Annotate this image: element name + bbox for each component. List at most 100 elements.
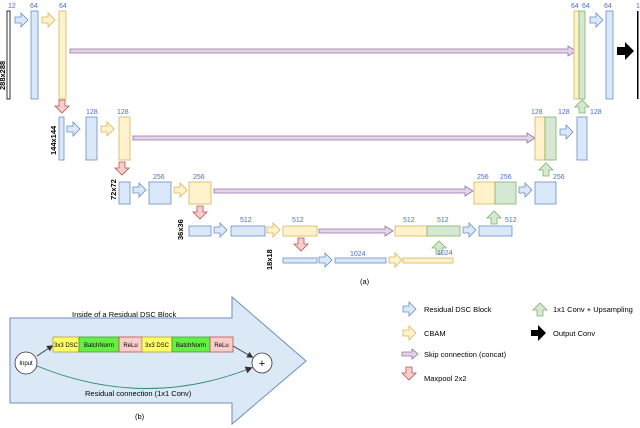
input-node-label: Input [19,361,33,367]
residual-dsc-arrow [518,182,533,198]
block-connector [232,345,254,358]
bottleneck-level: 18x18 1024 1024 [265,249,454,270]
input-connector [36,345,54,357]
output-conv-arrow [617,42,634,60]
legend: Residual DSC Block CBAM Skip connection … [401,301,633,383]
residual-dsc-arrow [66,121,81,137]
cbam-arrow [41,12,56,28]
feature-map [85,116,98,161]
skip-connection-arrow [132,132,536,144]
channel-label: 128 [590,109,602,116]
legend-residual-label: Residual DSC Block [424,305,492,314]
cbam-arrow [388,252,403,268]
channel-label: 256 [500,174,512,181]
channel-label: 256 [477,174,489,181]
level-4: 36x36 512 512 512 512 512 [176,217,517,240]
legend-maxpool-label: Maxpool 2x2 [424,374,467,383]
residual-dsc-arrow [132,182,147,198]
inset-title: Inside of a Residual DSC Block [72,310,176,319]
legend-upsample-label: 1x1 Conv + Upsampling [553,305,633,314]
maxpool-arrow [114,161,130,176]
feature-map [118,181,131,205]
skip-connection-arrow [69,45,577,57]
feature-map [534,116,546,161]
dim-label: 72x72 [109,179,118,200]
feature-map [544,116,557,161]
maxpool-arrow [54,99,70,114]
feature-map [473,181,496,205]
channel-label: 256 [553,174,565,181]
maxpool-arrow [293,237,309,252]
dsc-block-label: 3x3 DSC [54,343,79,349]
caption-b: (b) [135,412,145,421]
residual-connection-label: Residual connection (1x1 Conv) [85,389,192,398]
channel-label: 12 [8,3,16,10]
relu-block-label: ReLu [214,343,228,349]
channel-label: 128 [117,109,129,116]
feature-map [188,181,212,205]
cbam-arrow [173,182,188,198]
channel-label: 64 [604,3,612,10]
level-3: 72x72 256 256 256 256 256 [109,174,565,205]
feature-map [118,116,131,161]
feature-map [573,10,580,100]
relu-block [209,336,234,353]
channel-label: 128 [86,109,98,116]
relu-block-label: ReLu [123,343,137,349]
legend-skip-label: Skip connection (concat) [424,350,507,359]
channel-label: 64 [30,3,38,10]
level-2: 144x144 128 128 128 128 128 [49,109,602,161]
add-node [251,352,273,374]
residual-connection [36,365,253,389]
channel-label: 1024 [350,251,366,258]
dim-label: 36x36 [176,219,185,240]
legend-upsample-icon [532,302,548,317]
feature-map [334,257,387,264]
dim-label: 144x144 [49,125,58,155]
channel-label: 64 [571,3,579,10]
feature-map [402,257,454,264]
residual-dsc-arrow [14,12,29,28]
feature-map [230,225,266,237]
feature-map [394,225,428,237]
channel-label: 64 [59,3,67,10]
residual-dsc-block-inset: Inside of a Residual DSC Block Input 3x3… [9,295,307,426]
batchnorm-block-label: BatchNorm [84,343,114,349]
residual-dsc-arrow [559,124,574,140]
skip-connection-arrow [318,225,394,237]
channel-label: 512 [292,217,304,224]
feature-map [576,116,588,161]
input-image [6,10,11,100]
channel-label: 512 [437,217,449,224]
channel-label: 128 [531,109,543,116]
output-map [637,11,639,99]
channel-label: 512 [403,217,415,224]
input-node [14,351,38,375]
upsample-arrow [486,210,502,225]
feature-map [282,225,318,237]
legend-output-icon [531,325,546,341]
dsc-block-label: 3x3 DSC [145,343,170,349]
add-node-label: + [259,358,265,370]
dim-label: 18x18 [265,249,274,270]
skip-connection-arrow [213,185,474,197]
inset-big-arrow [9,295,307,426]
channel-label: 1024 [437,250,453,257]
feature-map [282,257,318,264]
residual-dsc-arrow [462,222,477,238]
feature-map [534,181,557,205]
feature-map [188,225,212,237]
caption-a: (a) [360,277,370,286]
channel-label: 1 [636,3,640,10]
channel-label: 64 [582,3,590,10]
upsample-arrow [538,162,554,177]
feature-map [426,225,461,237]
residual-dsc-arrow [589,12,604,28]
channel-label: 256 [193,174,205,181]
legend-maxpool-icon [401,366,417,381]
upsample-arrow [574,99,590,114]
legend-cbam-label: CBAM [424,329,446,338]
legend-residual-icon [402,301,417,317]
residual-dsc-arrow [318,252,333,268]
legend-output-label: Output Conv [553,329,595,338]
